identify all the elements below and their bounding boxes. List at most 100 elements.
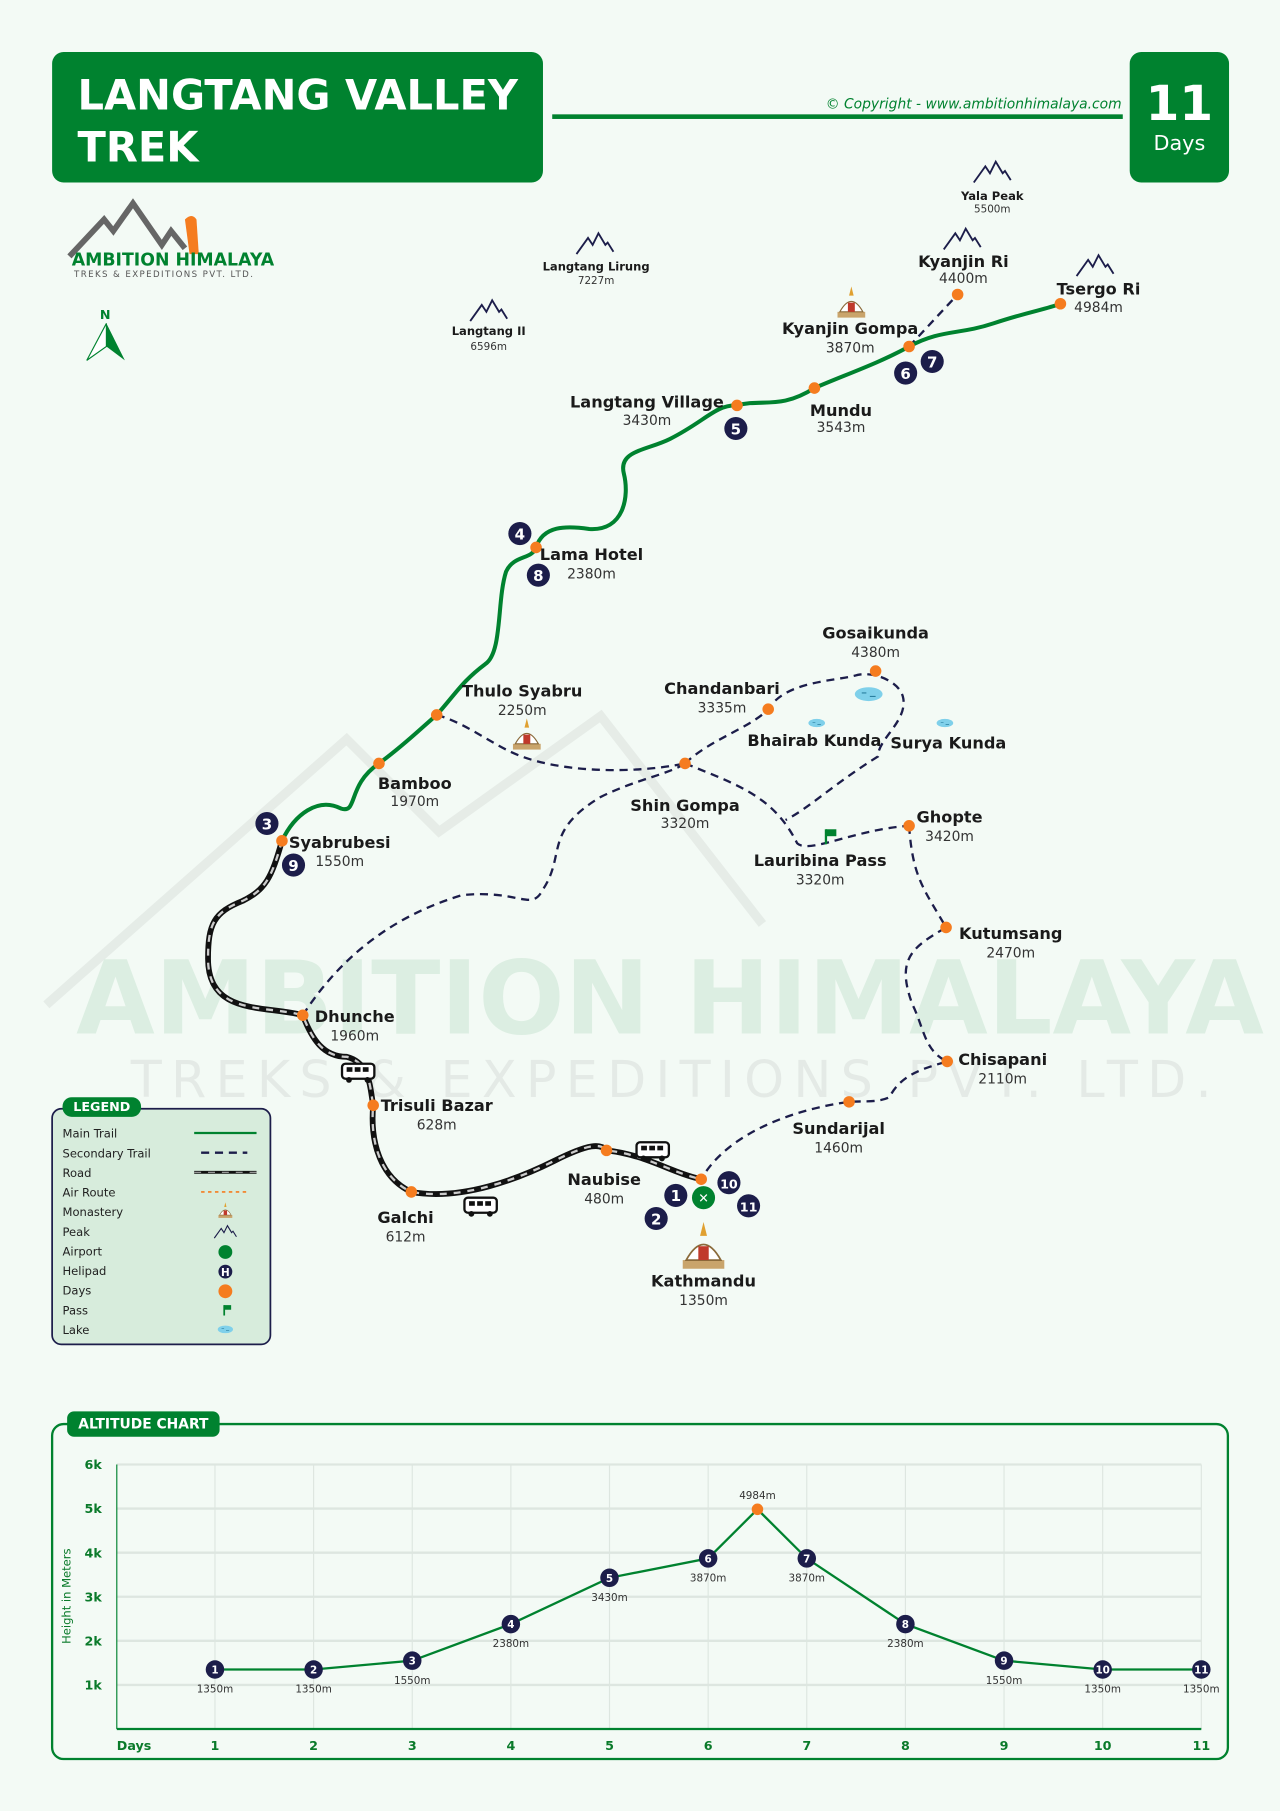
legend-item-label: Peak <box>63 1225 91 1239</box>
north-label: N <box>100 307 111 322</box>
altitude-peak-point <box>751 1503 764 1516</box>
legend-item-label: Pass <box>63 1303 89 1317</box>
svg-text:9: 9 <box>288 857 298 875</box>
svg-text:10: 10 <box>720 1176 738 1191</box>
day-badge-2: 2 <box>644 1206 668 1231</box>
altitude-point <box>304 1660 323 1679</box>
altitude-point-label: 4984m <box>739 1490 776 1502</box>
place-name: Tsergo Ri <box>1057 280 1141 299</box>
x-tick-label: 7 <box>802 1738 811 1753</box>
peak-icon <box>942 227 982 251</box>
title-line-2: TREK <box>78 123 201 172</box>
day-badge-9: 9 <box>281 853 306 877</box>
watermark: AMBITION HIMALAYA TREKS & EXPEDITIONS PV… <box>43 709 1264 1109</box>
legend-title: LEGEND <box>73 1099 130 1114</box>
altitude-point-label: 3870m <box>690 1573 727 1585</box>
lake-surya-kunda: Surya Kunda <box>890 733 1006 752</box>
peak-name: Yala Peak <box>960 189 1024 203</box>
x-tick-label: 2 <box>309 1738 318 1753</box>
svg-text:1: 1 <box>671 1187 681 1205</box>
legend-item-label: Road <box>63 1166 92 1180</box>
days-label: Days <box>1153 131 1205 155</box>
day-badge-1: 1 <box>664 1183 688 1207</box>
routes <box>205 293 1062 1197</box>
company-logo: AMBITION HIMALAYA TREKS & EXPEDITIONS PV… <box>67 198 275 280</box>
place-lama-hotel: Lama Hotel 2380m <box>540 545 643 582</box>
place-name: Thulo Syabru <box>462 681 582 700</box>
peak-alt: 5500m <box>974 204 1011 216</box>
altitude-point-label: 1350m <box>1084 1684 1121 1696</box>
svg-text:8: 8 <box>533 567 543 585</box>
altitude-point <box>994 1651 1014 1670</box>
monastery-icon <box>512 717 542 751</box>
place-alt: 2380m <box>567 567 616 583</box>
day-badge-4: 4 <box>508 522 532 546</box>
svg-text:11: 11 <box>740 1200 758 1215</box>
altitude-point-day: 7 <box>803 1553 810 1565</box>
chart-title: ALTITUDE CHART <box>78 1417 209 1433</box>
altitude-point-day: 10 <box>1095 1665 1109 1677</box>
place-name: Trisuli Bazar <box>381 1096 493 1115</box>
bus-icon <box>635 1141 671 1163</box>
place-alt: 2470m <box>986 945 1035 961</box>
altitude-point <box>698 1549 718 1568</box>
altitude-point-label: 1350m <box>197 1684 234 1696</box>
day-badges: 1 2 3 4 5 6 7 8 9 10 11 <box>255 349 944 1231</box>
place-alt: 1970m <box>390 794 439 810</box>
stop-dots <box>276 288 1067 1198</box>
legend-item-label: Helipad <box>63 1264 107 1278</box>
place-name: Kyanjin Ri <box>918 252 1009 271</box>
day-badge-6: 6 <box>894 361 918 385</box>
altitude-point-label: 1550m <box>986 1675 1023 1687</box>
title-banner <box>52 51 543 183</box>
svg-text:✕: ✕ <box>698 1190 709 1205</box>
peak-alt: 6596m <box>470 341 507 353</box>
y-tick-label: 5k <box>85 1501 103 1516</box>
bus-icon <box>463 1196 498 1218</box>
place-alt: 3320m <box>796 873 845 889</box>
altitude-point-label: 2380m <box>887 1638 924 1650</box>
peak-langtang-ii: Langtang II 6596m <box>452 299 526 353</box>
y-tick-label: 4k <box>85 1545 103 1560</box>
place-name: Sundarijal <box>792 1119 885 1138</box>
legend-item-label: Airport <box>63 1244 103 1258</box>
main-trail <box>280 301 1062 842</box>
peak-name: Langtang II <box>452 324 526 338</box>
altitude-point <box>600 1568 619 1588</box>
svg-text:7: 7 <box>927 353 937 371</box>
svg-text:4: 4 <box>515 525 525 543</box>
altitude-point-label: 3430m <box>591 1592 628 1604</box>
place-alt: 1960m <box>330 1029 379 1045</box>
place-name: Langtang Village <box>570 393 724 412</box>
place-name: Lama Hotel <box>540 545 643 564</box>
peak-name: Langtang Lirung <box>543 259 650 273</box>
pass-flag-icon <box>824 829 837 845</box>
altitude-point-day: 5 <box>606 1573 613 1585</box>
x-axis-label: Days <box>117 1738 152 1753</box>
day-badge-10: 10 <box>717 1171 741 1195</box>
logo-name: AMBITION HIMALAYA <box>72 251 275 271</box>
y-tick-label: 6k <box>85 1457 103 1472</box>
place-name: Chisapani <box>958 1050 1047 1069</box>
peak-icon <box>972 160 1012 184</box>
svg-text:2: 2 <box>651 1210 661 1228</box>
place-alt: 1350m <box>679 1293 728 1309</box>
altitude-point-label: 1350m <box>1183 1684 1220 1696</box>
monastery-icon <box>836 285 866 319</box>
altitude-point-label: 1550m <box>394 1675 431 1687</box>
